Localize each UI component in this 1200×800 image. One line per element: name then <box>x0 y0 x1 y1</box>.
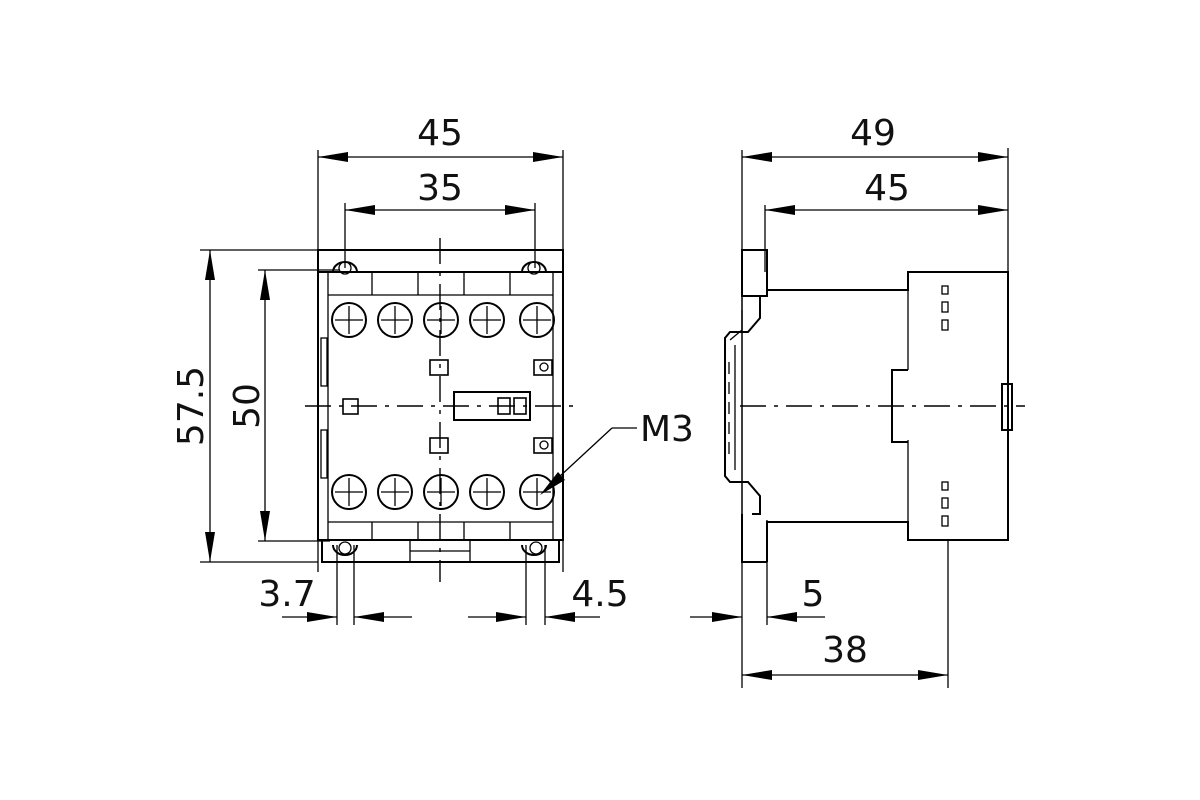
dim-label-depth-38: 38 <box>822 630 868 671</box>
callout-m3: M3 <box>540 409 694 495</box>
callout-label-m3: M3 <box>640 409 694 450</box>
dim-offset-3-7: 3.7 <box>258 574 412 622</box>
dim-label-depth-49: 49 <box>850 113 896 154</box>
dim-depth-49: 49 <box>742 113 1008 162</box>
dim-depth-45: 45 <box>765 168 1008 215</box>
terminal-screw <box>331 302 367 338</box>
terminal-screw <box>519 474 555 510</box>
terminal-screw <box>377 474 413 510</box>
terminal-screw <box>423 474 459 510</box>
front-view: 45 35 57.5 50 3.7 <box>171 113 694 625</box>
terminal-screw <box>377 302 413 338</box>
dim-spacing-35: 35 <box>345 168 535 215</box>
dim-label-depth-45: 45 <box>864 168 910 209</box>
dim-label-hole-4-5: 4.5 <box>571 574 628 615</box>
terminal-screw <box>519 302 555 338</box>
dim-offset-5: 5 <box>690 574 825 622</box>
dim-label-width-45: 45 <box>417 113 463 154</box>
dim-height-50: 50 <box>227 270 270 541</box>
dim-label-offset-5: 5 <box>802 574 825 615</box>
dim-hole-4-5: 4.5 <box>468 574 629 622</box>
side-view: 49 45 5 38 <box>690 113 1025 688</box>
terminal-row-top <box>331 302 555 338</box>
terminal-screw <box>469 302 505 338</box>
terminal-screw <box>331 474 367 510</box>
dim-depth-38: 38 <box>742 630 948 680</box>
dim-label-height-50: 50 <box>227 383 268 429</box>
dim-width-45: 45 <box>318 113 563 162</box>
dim-label-height-57-5: 57.5 <box>171 366 212 446</box>
dim-height-57-5: 57.5 <box>171 250 215 562</box>
dim-label-offset-3-7: 3.7 <box>258 574 315 615</box>
terminal-screw <box>469 474 505 510</box>
dim-label-spacing-35: 35 <box>417 168 463 209</box>
terminal-screw <box>423 302 459 338</box>
terminal-row-bottom <box>331 474 555 510</box>
